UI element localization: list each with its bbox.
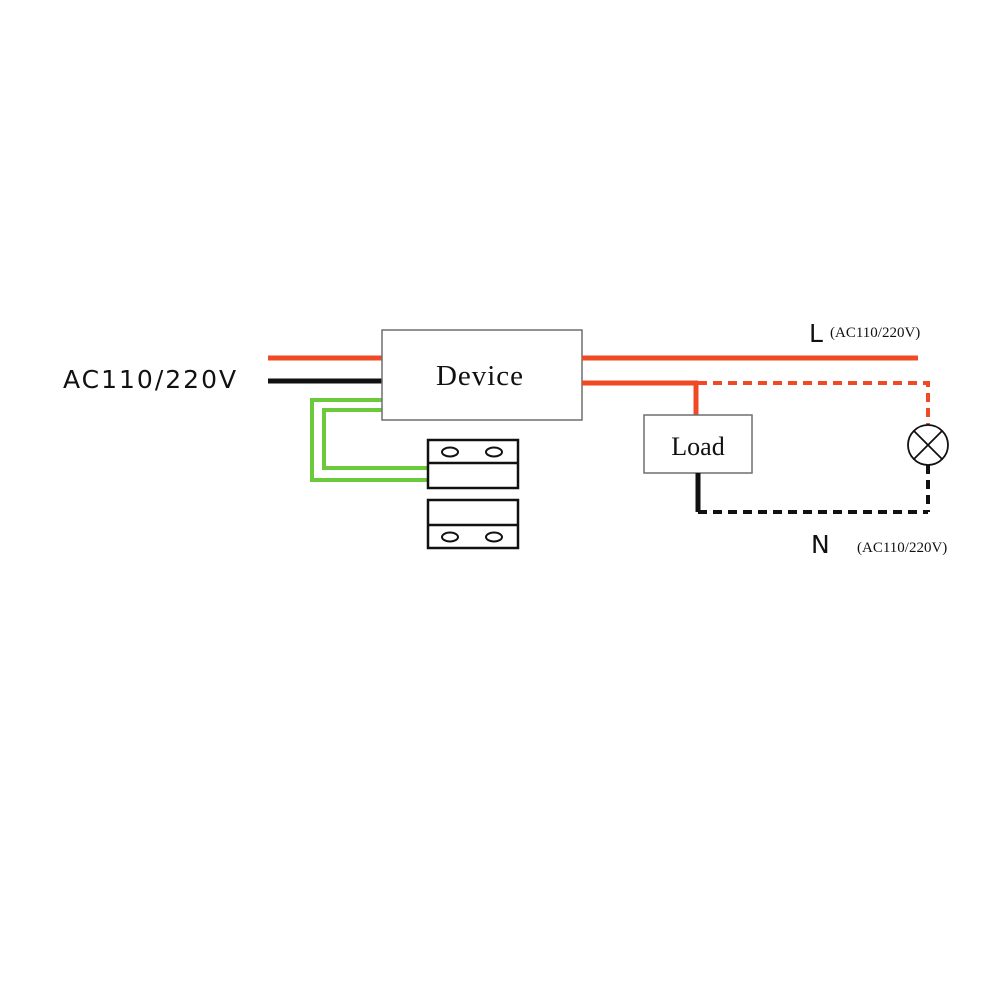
live-label: L [809,319,823,348]
input-voltage-label: AC110/220V [63,365,238,394]
lamp-icon [907,424,949,466]
neutral-voltage-label: (AC110/220V) [857,540,947,556]
live-voltage-label: (AC110/220V) [830,325,920,341]
sensor-wire-outer [310,398,430,482]
neutral-label: N [811,530,830,559]
sensor-wire-inner [322,408,430,470]
load-label: Load [671,432,724,461]
lamp-live-wire-dashed [698,381,930,425]
magnetic-sensor-icon [426,438,520,490]
magnet-icon [426,498,520,550]
device-label: Device [436,360,524,392]
device-box [381,329,583,421]
